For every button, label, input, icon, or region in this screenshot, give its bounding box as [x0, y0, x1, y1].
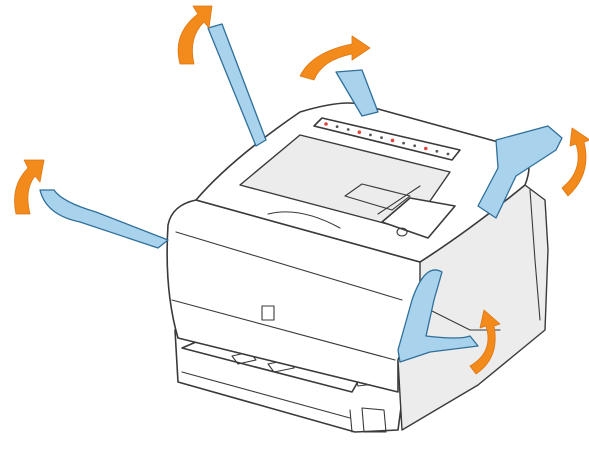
status-led	[336, 125, 339, 128]
status-led	[391, 139, 395, 143]
tape-strip-top-left	[208, 24, 266, 146]
tape-strip-left	[40, 190, 168, 248]
printer	[167, 103, 548, 432]
arrow-right-top	[562, 128, 589, 196]
status-led	[402, 142, 405, 145]
status-led	[413, 144, 416, 147]
status-led	[324, 122, 328, 126]
status-led	[358, 130, 362, 134]
status-led	[424, 147, 428, 151]
status-led	[447, 153, 450, 156]
status-led	[369, 134, 372, 137]
status-led	[380, 136, 383, 139]
arrow-top-left	[178, 6, 212, 64]
arrow-left	[15, 160, 45, 214]
status-led	[436, 150, 439, 153]
status-led	[347, 128, 350, 131]
